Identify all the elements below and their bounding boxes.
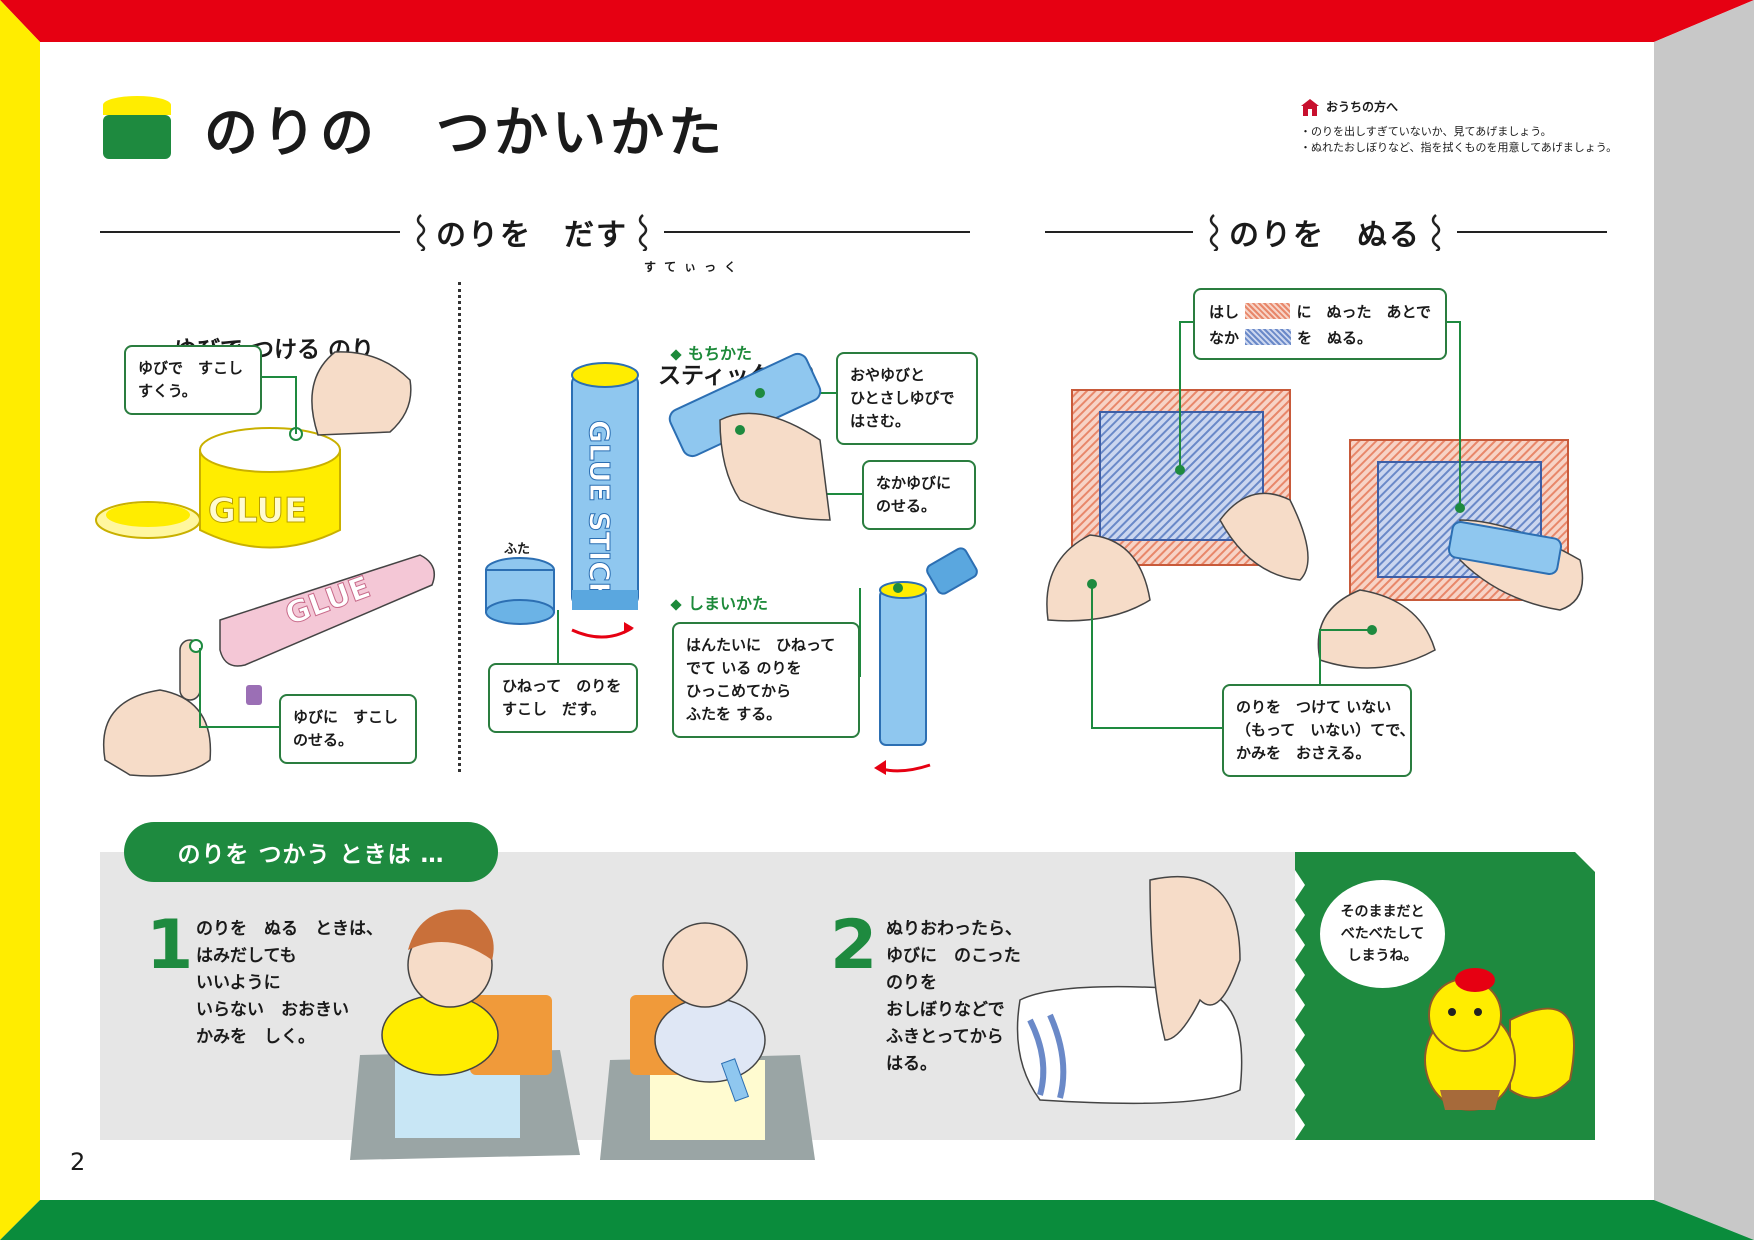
step1-number: 1 (146, 906, 194, 985)
tips-pill: のりを つかう ときは … (124, 822, 498, 882)
store-heading-text: しまいかた (688, 594, 769, 613)
hold-heading: もちかた (670, 340, 753, 364)
legend-edge-label: はし (1209, 302, 1240, 321)
step1-text: のりを ぬる ときは、 はみだしても いいように いらない おおきい かみを し… (196, 919, 383, 1047)
note-heading-text: おうちの方へ (1326, 100, 1399, 114)
column-divider (458, 282, 461, 772)
squirrel-mascot (1424, 968, 1575, 1111)
callout-twist: ひねって のりを すこし だす。 (488, 663, 638, 733)
legend-box: はし に ぬった あとで なか を ぬる。 (1193, 288, 1447, 360)
towel-illustration (1016, 875, 1243, 1105)
callout-pinch: おやゆびと ひとさしゆびで はさむ。 (836, 352, 978, 445)
legend-center-text: を ぬる。 (1297, 328, 1373, 347)
squiggle-icon (416, 214, 426, 251)
note-line-2: ・ぬれたおしぼりなど、指を拭くものを用意してあげましょう。 (1300, 141, 1618, 154)
section-spread-head: のりを ぬる (1045, 210, 1607, 254)
glue-pot-icon (103, 96, 171, 159)
hold-heading-text: もちかた (688, 344, 753, 363)
page-title: のりの つかいかた (204, 100, 726, 164)
section-dispense-label: のりを だす (436, 218, 628, 253)
stick-store-illustration (874, 547, 978, 775)
swatch-center (1245, 329, 1292, 345)
note-heading: おうちの方へ (1300, 98, 1660, 116)
rule-line (1045, 231, 1193, 233)
callout-store: はんたいに ひねって でて いる のりを ひっこめてから ふたを する。 (672, 622, 860, 738)
right-band (1654, 0, 1754, 1240)
house-icon (1301, 99, 1319, 116)
callout-scoop: ゆびで すこし すくう。 (124, 345, 262, 415)
title-row: のりの つかいかた (100, 92, 726, 164)
rule-line (100, 231, 400, 233)
legend-row-center: なか を ぬる。 (1209, 324, 1431, 350)
girl-illustration (350, 909, 580, 1160)
stick-ruby: すてぃっく (644, 260, 745, 274)
jar-label: GLUE (208, 491, 307, 531)
top-band (0, 0, 1754, 42)
mascot-speech-bubble: そのままだと べたべたして しまうね。 (1320, 880, 1445, 988)
section-spread-label: のりを ぬる (1229, 218, 1421, 253)
stick-grip-illustration (668, 352, 831, 521)
legend-center-label: なか (1209, 328, 1240, 347)
store-heading: しまいかた (670, 590, 769, 614)
stick-label: GLUE STICK (583, 420, 616, 605)
rule-line (1457, 231, 1607, 233)
glue-stick-illustration: GLUE STICK (485, 362, 639, 639)
note-line-1: ・のりを出しすぎていないか、見てあげましょう。 (1300, 125, 1552, 138)
cap-label: ふた (504, 542, 531, 557)
step2-number: 2 (830, 906, 878, 985)
left-band (0, 0, 40, 1240)
legend-row-edge: はし に ぬった あとで (1209, 298, 1431, 324)
squiggle-icon (1209, 214, 1219, 251)
callout-put-on-finger: ゆびに すこし のせる。 (279, 694, 417, 764)
squiggle-icon (638, 214, 648, 251)
squiggle-icon (1431, 214, 1441, 251)
boy-illustration (600, 922, 815, 1160)
callout-middle-finger: なかゆびに のせる。 (862, 460, 976, 530)
page-number: 2 (70, 1148, 86, 1176)
rule-line (664, 231, 970, 233)
parent-note: おうちの方へ ・のりを出しすぎていないか、見てあげましょう。 ・ぬれたおしぼりな… (1300, 98, 1660, 156)
glue-jar-illustration: GLUE (95, 351, 412, 549)
callout-press-paper: のりを つけて いない （もって いない）てで、 かみを おさえる。 (1222, 684, 1415, 777)
legend-edge-text: に ぬった あとで (1296, 302, 1431, 321)
step2-text: ぬりおわったら、 ゆびに のこった のりを おしぼりなどで ふきとってから はる… (886, 919, 1022, 1074)
bottom-band (0, 1200, 1754, 1240)
swatch-edge (1245, 303, 1291, 319)
section-dispense-head: のりを だす (100, 210, 970, 254)
